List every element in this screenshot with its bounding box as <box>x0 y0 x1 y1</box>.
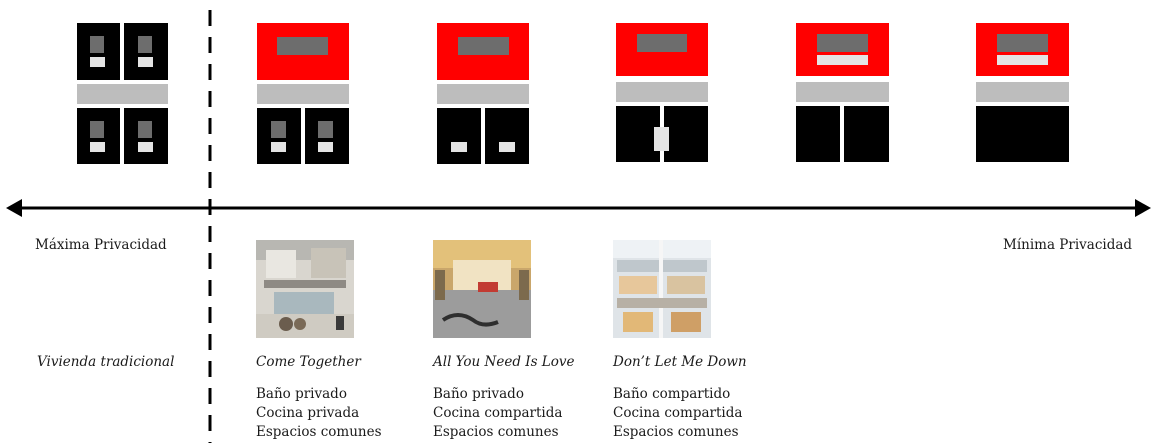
kitchen-element <box>90 121 104 138</box>
module-5 <box>796 23 889 162</box>
bath-element <box>318 142 333 152</box>
title-all-you-need-is-love: All You Need Is Love <box>433 354 575 370</box>
private-unit <box>437 108 481 164</box>
all-you-need-is-love-image <box>433 240 531 338</box>
shared-bath-element <box>654 127 669 151</box>
shared-kitchen <box>637 34 687 52</box>
kitchen-element <box>318 121 333 138</box>
bath-element <box>271 142 286 152</box>
shared-band <box>77 84 168 104</box>
title-dont-let-me-down: Don’t Let Me Down <box>613 354 747 370</box>
shared-band <box>437 84 529 104</box>
private-unit <box>976 106 1069 162</box>
private-unit <box>664 106 708 162</box>
shared-kitchen <box>277 37 328 55</box>
dont-let-me-down-image <box>613 240 711 338</box>
bath-element <box>138 142 153 152</box>
feature-item: Cocina compartida <box>433 405 563 421</box>
bath-element <box>90 142 105 152</box>
shared-kitchen <box>997 34 1048 52</box>
arrow-left-head <box>6 199 22 217</box>
shared-kitchen <box>458 37 509 55</box>
bath-element <box>451 142 467 152</box>
shared-band <box>976 82 1069 102</box>
bath-element <box>138 57 153 67</box>
module-all-you-need-is-love <box>437 23 529 164</box>
module-dont-let-me-down <box>616 23 708 162</box>
feature-item: Espacios comunes <box>433 424 559 440</box>
bath-element <box>499 142 515 152</box>
feature-item: Espacios comunes <box>256 424 382 440</box>
module-6 <box>976 23 1069 162</box>
features-all-you-need-is-love: Baño privado Cocina compartida Espacios … <box>433 385 562 442</box>
feature-item: Cocina compartida <box>613 405 743 421</box>
shared-band <box>796 82 889 102</box>
feature-item: Baño compartido <box>613 386 731 402</box>
shared-kitchen <box>817 34 868 52</box>
kitchen-element <box>90 36 104 53</box>
private-unit <box>844 106 889 162</box>
title-come-together: Come Together <box>256 354 361 370</box>
features-come-together: Baño privado Cocina privada Espacios com… <box>256 385 382 442</box>
come-together-image <box>256 240 354 338</box>
kitchen-element <box>138 36 152 53</box>
private-unit <box>796 106 840 162</box>
privacy-scale-arrow <box>6 199 1151 217</box>
shared-band <box>257 84 349 104</box>
arrow-right-head <box>1135 199 1151 217</box>
features-dont-let-me-down: Baño compartido Cocina compartida Espaci… <box>613 385 742 442</box>
module-come-together <box>257 23 349 164</box>
kitchen-element <box>138 121 152 138</box>
feature-item: Baño privado <box>433 386 524 402</box>
private-unit <box>616 106 660 162</box>
module-vivienda-tradicional <box>77 23 168 164</box>
min-privacy-label: Mínima Privacidad <box>1003 237 1133 253</box>
shared-bath-element <box>997 55 1048 65</box>
feature-item: Cocina privada <box>256 405 360 421</box>
max-privacy-label: Máxima Privacidad <box>35 237 167 253</box>
private-unit <box>485 108 529 164</box>
feature-item: Espacios comunes <box>613 424 739 440</box>
title-vivienda-tradicional: Vivienda tradicional <box>37 354 175 370</box>
kitchen-element <box>271 121 286 138</box>
shared-bath-element <box>817 55 868 65</box>
shared-band <box>616 82 708 102</box>
feature-item: Baño privado <box>256 386 347 402</box>
bath-element <box>90 57 105 67</box>
